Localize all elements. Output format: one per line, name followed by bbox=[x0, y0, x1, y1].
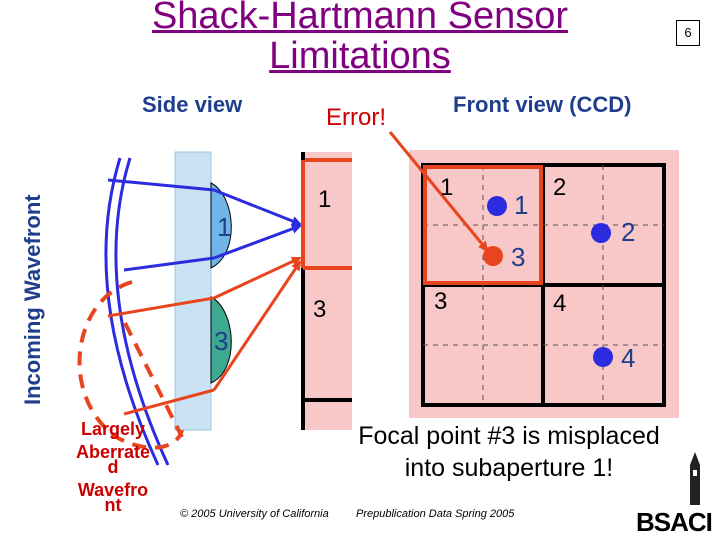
subaperture-2-label: 2 bbox=[553, 174, 567, 201]
footer-copyright: © 2005 University of California bbox=[180, 508, 329, 520]
blue-ray-2a bbox=[123, 256, 215, 272]
side-view-label: Side view bbox=[142, 92, 243, 117]
detector-3-label: 3 bbox=[313, 296, 327, 323]
blue-ray-2b bbox=[213, 224, 302, 260]
blue-ray-1a bbox=[107, 178, 215, 192]
page-number: 6 bbox=[676, 20, 700, 46]
spot-2-label: 2 bbox=[621, 217, 636, 247]
detector-strip bbox=[303, 152, 352, 430]
subaperture-1-label: 1 bbox=[440, 174, 454, 201]
slide-title: Shack-Hartmann Sensor Limitations bbox=[151, 0, 569, 77]
wavefront-line-2 bbox=[114, 157, 170, 466]
lenslet-array-panel bbox=[174, 151, 212, 431]
lenslet-3 bbox=[210, 296, 232, 384]
largely-aberrated-label: Largely Aberrate d Wavefro nt bbox=[75, 419, 151, 515]
detector-1-label: 1 bbox=[318, 186, 332, 213]
front-view-label: Front view (CCD) bbox=[453, 92, 632, 117]
spot-1-label: 1 bbox=[514, 190, 529, 220]
red-ray-2a bbox=[123, 388, 215, 416]
subaperture-4-label: 4 bbox=[553, 290, 567, 317]
lenslet-1-label: 1 bbox=[217, 212, 232, 242]
spot-4-label: 4 bbox=[621, 343, 636, 373]
lenslet-1 bbox=[210, 182, 232, 269]
error-arrow bbox=[388, 131, 489, 252]
spot-3-label: 3 bbox=[511, 242, 526, 272]
spot-4 bbox=[593, 347, 613, 367]
lenslet-3-label: 3 bbox=[214, 326, 229, 356]
bsaci-logo: BSACI bbox=[636, 507, 713, 537]
subaperture-3-label: 3 bbox=[434, 288, 448, 315]
aberrated-wavefront-curve bbox=[77, 280, 184, 450]
wavefront-line-1 bbox=[104, 157, 160, 466]
error-label: Error! bbox=[326, 104, 386, 131]
spot-1 bbox=[487, 196, 507, 216]
tower-logo-icon bbox=[690, 452, 700, 505]
red-ray-1a bbox=[107, 296, 215, 318]
caption: Focal point #3 is misplaced into subaper… bbox=[358, 422, 660, 482]
red-ray-2b bbox=[212, 260, 302, 391]
subaperture-1-highlight bbox=[423, 165, 543, 285]
footer-prepublication: Prepublication Data Spring 2005 bbox=[356, 508, 515, 520]
red-ray-1b bbox=[213, 256, 302, 300]
blue-ray-1b bbox=[213, 188, 302, 226]
spot-2 bbox=[591, 223, 611, 243]
